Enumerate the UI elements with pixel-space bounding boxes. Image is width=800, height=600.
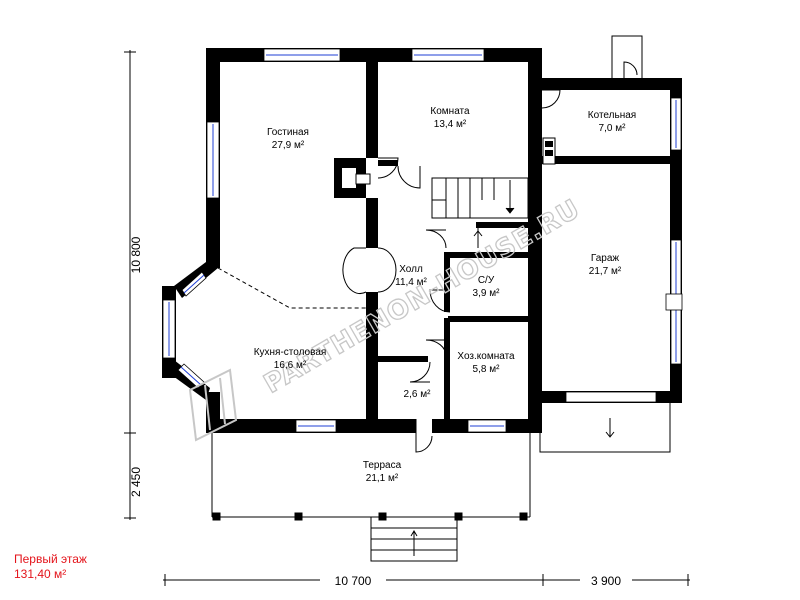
windows bbox=[162, 48, 683, 433]
room-utility-name: Хоз.комната bbox=[457, 351, 515, 362]
watermark-logo-icon bbox=[188, 368, 238, 442]
dim-width-garage: 3 900 bbox=[591, 574, 621, 588]
door-room bbox=[377, 157, 399, 179]
room-utility-area: 5,8 м² bbox=[473, 364, 501, 375]
floor-summary: Первый этаж 131,40 м² bbox=[14, 552, 87, 582]
floor-total-area: 131,40 м² bbox=[14, 567, 67, 581]
window-bottom-kitchen bbox=[295, 419, 337, 433]
room-kitchen-name: Кухня-столовая bbox=[254, 347, 327, 358]
room-labels: Гостиная 27,9 м² Комната 13,4 м² Котельн… bbox=[254, 106, 637, 484]
window-bay-upper bbox=[181, 271, 207, 297]
room-wc-area: 3,9 м² bbox=[473, 288, 501, 299]
room-wc-name: С/У bbox=[478, 275, 495, 286]
floor-name: Первый этаж bbox=[14, 552, 87, 566]
window-bottom-utility bbox=[467, 419, 507, 433]
zone-divider bbox=[217, 267, 366, 309]
boiler-equipment bbox=[542, 137, 556, 165]
room-boiler-area: 7,0 м² bbox=[599, 123, 627, 134]
interior-walls bbox=[366, 48, 528, 419]
room-room-name: Комната bbox=[430, 106, 470, 117]
dim-height-terrace: 2 450 bbox=[129, 467, 143, 497]
room-hall-area: 11,4 м² bbox=[395, 277, 427, 288]
staircase bbox=[431, 177, 529, 248]
room-living-area: 27,9 м² bbox=[272, 140, 305, 151]
entrance-steps bbox=[370, 516, 458, 562]
garage-apron bbox=[539, 403, 671, 453]
garage-door bbox=[565, 391, 657, 403]
room-room-area: 13,4 м² bbox=[434, 119, 467, 130]
room-terrace-name: Терраса bbox=[363, 460, 402, 471]
window-left-living bbox=[206, 121, 220, 199]
window-garage bbox=[665, 239, 683, 365]
window-bay-side bbox=[162, 299, 176, 359]
exterior-walls bbox=[162, 48, 682, 433]
room-terrace-area: 21,1 м² bbox=[366, 473, 399, 484]
window-top-room bbox=[411, 48, 485, 62]
room-garage-name: Гараж bbox=[591, 253, 620, 264]
room-kitchen-area: 16,6 м² bbox=[274, 360, 307, 371]
room-boiler-name: Котельная bbox=[588, 110, 636, 121]
window-top-living bbox=[263, 48, 341, 62]
fireplace bbox=[334, 158, 371, 198]
room-closet-area: 2,6 м² bbox=[404, 389, 432, 400]
dim-height-main: 10 800 bbox=[129, 236, 143, 273]
chimney bbox=[611, 35, 643, 81]
doors bbox=[342, 89, 561, 453]
dim-width-main: 10 700 bbox=[335, 574, 372, 588]
room-hall-name: Холл bbox=[399, 264, 423, 275]
room-garage-area: 21,7 м² bbox=[589, 266, 622, 277]
window-boiler bbox=[670, 97, 682, 151]
room-living-name: Гостиная bbox=[267, 127, 309, 138]
